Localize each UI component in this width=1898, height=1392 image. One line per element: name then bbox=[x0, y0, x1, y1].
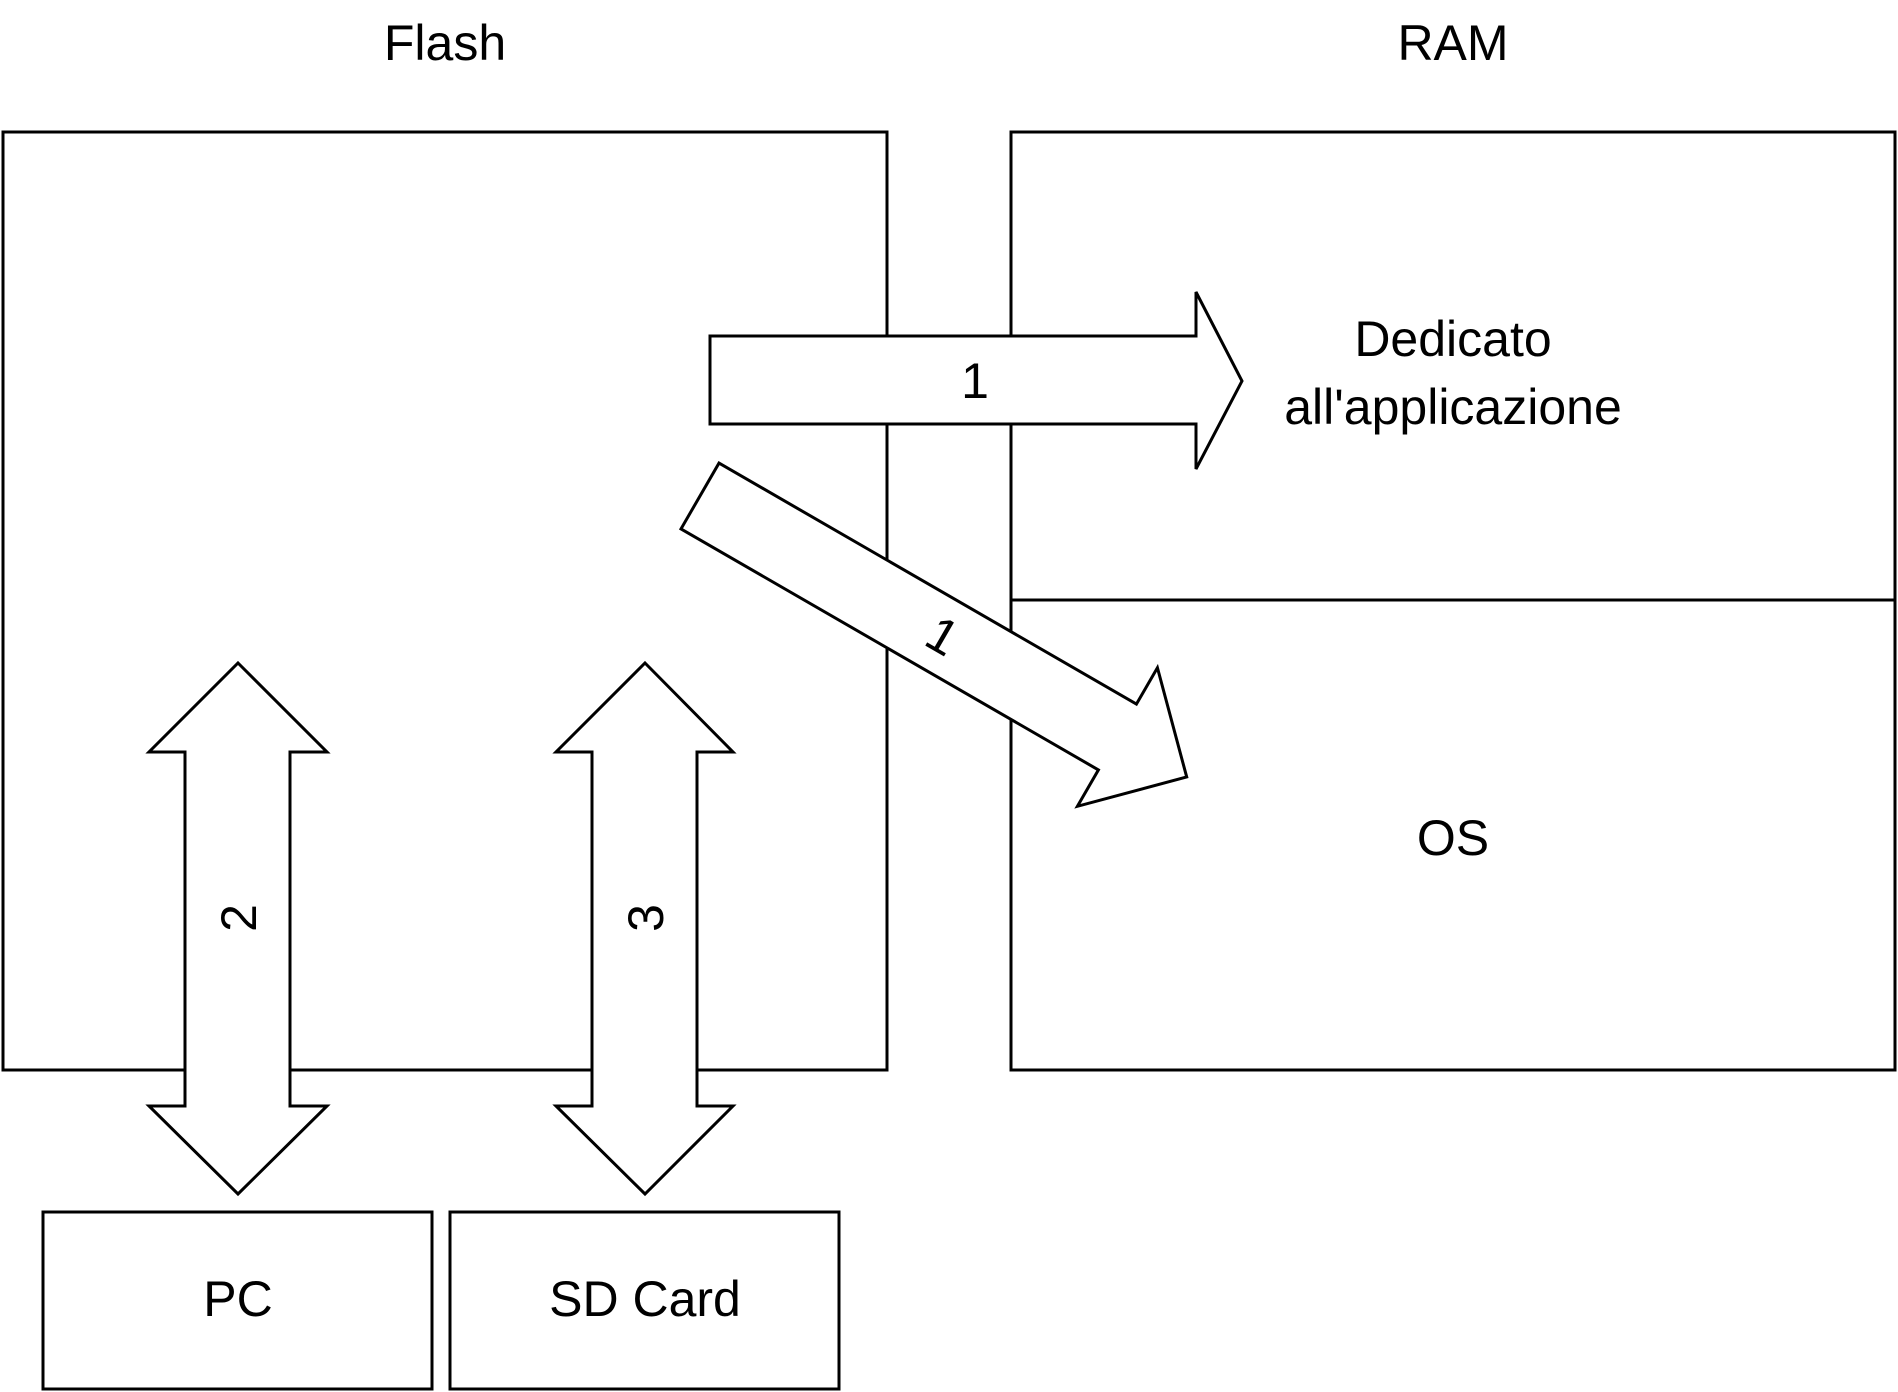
ram-title: RAM bbox=[1397, 15, 1508, 71]
os-area-label: OS bbox=[1417, 810, 1489, 866]
pc-box bbox=[41, 1210, 434, 1391]
arrow-pc-flash-label: 2 bbox=[211, 904, 267, 932]
arrow-sd-flash-label: 3 bbox=[618, 904, 674, 932]
arrow-flash-to-app bbox=[708, 291, 1244, 470]
sd-card-box bbox=[448, 1210, 841, 1391]
arrow-flash-to-os: 1 bbox=[678, 461, 1189, 809]
app-area-label-line1: Dedicato bbox=[1354, 311, 1551, 367]
flash-block bbox=[1, 130, 889, 1072]
sd-card-label: SD Card bbox=[549, 1271, 741, 1327]
flash-title: Flash bbox=[384, 15, 506, 71]
app-area-label-line2: all'applicazione bbox=[1284, 379, 1622, 435]
arrow-flash-to-app-label: 1 bbox=[961, 353, 989, 409]
arrow-sd-flash bbox=[552, 660, 737, 1197]
arrow-flash-to-os-shape bbox=[678, 461, 1189, 809]
pc-label: PC bbox=[203, 1271, 272, 1327]
arrow-pc-flash bbox=[145, 660, 331, 1197]
